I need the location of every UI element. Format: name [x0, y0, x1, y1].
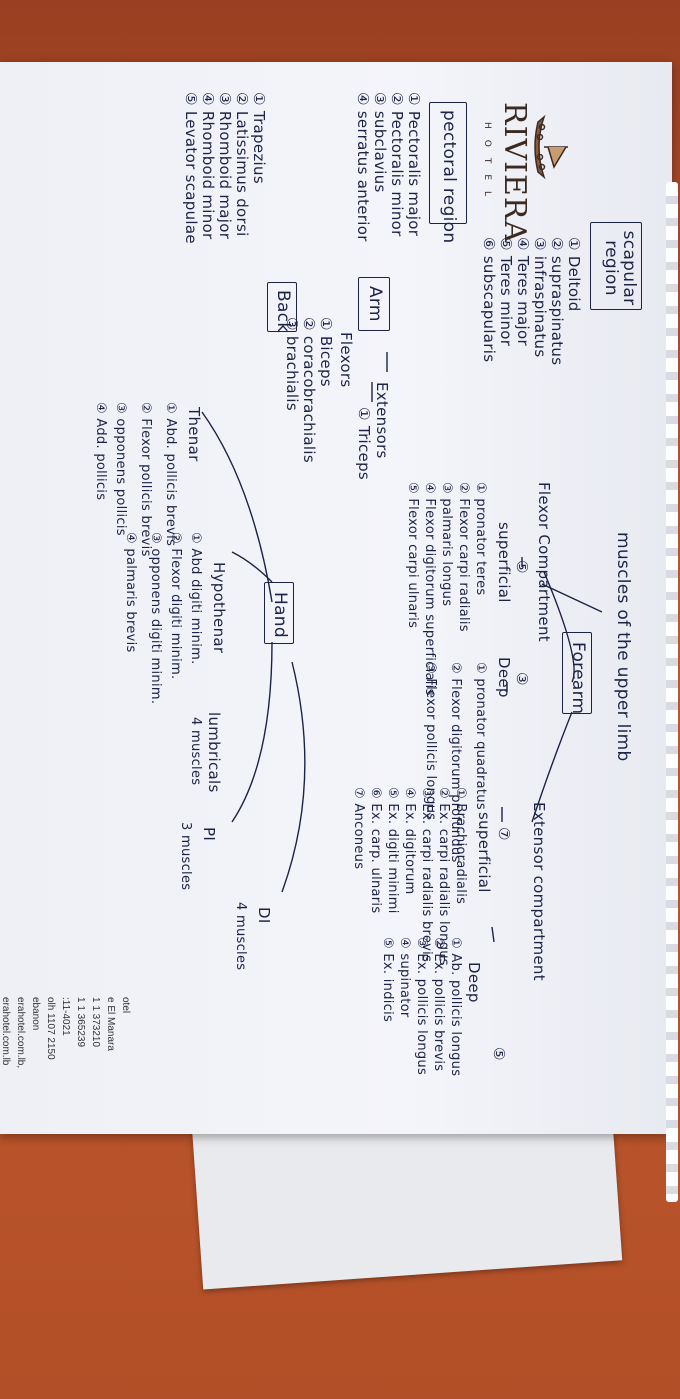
- hypothenar-item-3: ③ opponens digiti minim.: [148, 532, 163, 705]
- flexor-superficial-count: ⑤: [513, 560, 531, 574]
- pectoral-item-4: ④ serratus anterior: [354, 92, 372, 242]
- thenar-label: Thenar: [185, 407, 203, 462]
- ship-logo-icon: [534, 114, 568, 180]
- hotel-logo-sub: HOTEL: [482, 122, 492, 208]
- extensor-superficial-1: ① Brachioradialis: [453, 787, 468, 905]
- hotel-address-1: otel: [120, 997, 131, 1014]
- arm-flexor-2: ② coracobrachialis: [300, 317, 318, 463]
- arm-flexor-1: ① Biceps: [317, 317, 335, 387]
- back-item-1: ① Trapezius: [250, 92, 268, 184]
- pectoral-region-label: pectoral region: [439, 110, 459, 244]
- hotel-address-8: erahotel.com.lb,: [15, 997, 26, 1069]
- arm-flexors-label: Flexors: [337, 332, 355, 388]
- flexor-superficial-1: ① pronator teres: [473, 482, 488, 596]
- hypothenar-item-4: ④ palmaris brevis: [123, 532, 138, 653]
- extensor-deep-4: ④ supinator: [397, 937, 412, 1018]
- scapular-item-6: ⑥ subscapularis: [480, 237, 498, 363]
- thenar-item-1: ① Abd. pollicis brevis: [163, 402, 178, 547]
- flexor-deep-label: Deep: [495, 657, 513, 698]
- forearm-label: Forearm: [568, 642, 588, 715]
- extensor-superficial-5: ⑤ Ex. digiti minimi: [385, 787, 400, 914]
- arm-extensor-1: ① Triceps: [355, 407, 373, 481]
- extensor-superficial-3: ③ Ex. carpi radialis brevis: [419, 787, 434, 963]
- extensor-compartment-label: Extensor compartment: [530, 802, 548, 981]
- back-label: Back: [273, 290, 293, 333]
- di-label: DI: [255, 907, 273, 924]
- flexor-compartment-label: Flexor Compartment: [535, 482, 553, 642]
- extensor-superficial-7: ⑦ Anconeus: [351, 787, 366, 870]
- extensor-superficial-6: ⑥ Ex. carp. ulnaris: [368, 787, 383, 914]
- hotel-address-6: olh 1107 2150: [45, 997, 56, 1060]
- pectoral-item-3: ③ subclavius: [371, 92, 389, 193]
- scapular-item-2: ② supraspinatus: [548, 237, 566, 366]
- flexor-superficial-2: ② Flexor carpi radialis: [456, 482, 471, 632]
- flexor-superficial-3: ③ palmaris longus: [439, 482, 454, 607]
- flexor-deep-1: ① pronator quadratus: [473, 662, 488, 810]
- back-item-4: ④ Rhomboid minor: [199, 92, 217, 240]
- hotel-logo-name: RIVIERA: [497, 102, 532, 244]
- extensor-deep-2: ② Ex. pollicis brevis: [431, 937, 446, 1072]
- extensor-deep-count: ⑤: [490, 1047, 508, 1061]
- extensor-deep-1: ① Ab. pollicis longus: [448, 937, 463, 1077]
- line-forearm-extensor: [531, 711, 573, 823]
- hypothenar-item-2: ② Flexor digiti minim.: [168, 532, 183, 680]
- hotel-address-9: erahotel.com.lb: [0, 997, 11, 1066]
- hypothenar-label: Hypothenar: [210, 562, 228, 654]
- extensor-superficial-4: ④ Ex. digitorum: [402, 787, 417, 895]
- scapular-item-4: ④ Teres major: [514, 237, 532, 346]
- back-item-2: ② Latissimus dorsi: [233, 92, 251, 237]
- flexor-superficial-5: ⑤ Flexor carpi ulnaris: [405, 482, 420, 629]
- di-note: 4 muscles: [233, 902, 248, 971]
- line-hand-di: [281, 661, 306, 893]
- scapular-region-label: scapular region: [601, 230, 639, 306]
- line-forearm-flexor: [543, 571, 575, 683]
- thenar-item-3: ③ opponens pollicis: [113, 402, 128, 536]
- extensor-deep-3: ③ Ex. pollicis longus: [414, 937, 429, 1076]
- paper-sheet: [0, 62, 678, 1202]
- extensor-deep-5: ⑤ Ex. indicis: [380, 937, 395, 1023]
- pi-note: 3 muscles: [178, 822, 193, 891]
- thenar-item-4: ④ Add. pollicis: [93, 402, 108, 501]
- extensor-superficial-label: superficial: [475, 812, 493, 893]
- back-item-3: ③ Rhomboid major: [216, 92, 234, 240]
- page-title: muscles of the upper limb: [613, 532, 633, 762]
- notes-canvas: muscles of the upper limb scapular regio…: [0, 62, 672, 1134]
- hotel-address-5: :11-4021: [60, 997, 71, 1036]
- flexor-superficial-label: superficial: [495, 522, 513, 603]
- lumbricals-label: lumbricals: [205, 712, 223, 793]
- arm-label: Arm: [365, 286, 385, 322]
- scapular-item-1: ① Deltoid: [565, 237, 583, 312]
- hypothenar-item-1: ① Abd digiti minim.: [188, 532, 203, 665]
- line-hand-thenar: [201, 411, 273, 603]
- lumbricals-note: 4 muscles: [188, 717, 203, 786]
- hotel-address-3: 1 1 373210: [90, 997, 101, 1048]
- back-item-5: ⑤ Levator scapulae: [182, 92, 200, 244]
- hand-label: Hand: [270, 592, 290, 638]
- extensor-deep-label: Deep: [465, 962, 483, 1003]
- pectoral-item-1: ① Pectoralis major: [405, 92, 423, 237]
- hotel-address-7: ebanon: [30, 997, 41, 1031]
- extensor-superficial-count: ⑦: [495, 827, 513, 841]
- hotel-address-2: e El Manara: [105, 997, 116, 1051]
- hotel-address-4: 1 1 365239: [75, 997, 86, 1048]
- connector-lines: [201, 352, 603, 943]
- scapular-item-3: ③ infraspinatus: [531, 237, 549, 358]
- scapular-item-5: ⑤ Teres minor: [497, 237, 515, 347]
- line-hand-pi: [231, 641, 273, 823]
- pectoral-item-2: ② Pectoralis minor: [388, 92, 406, 237]
- pi-label: PI: [200, 827, 218, 842]
- flexor-deep-count: ③: [513, 672, 531, 686]
- line-hand-hypothenar: [231, 551, 273, 583]
- arm-extensors-label: Extensors: [373, 382, 391, 459]
- spiral-binding: [666, 182, 678, 1202]
